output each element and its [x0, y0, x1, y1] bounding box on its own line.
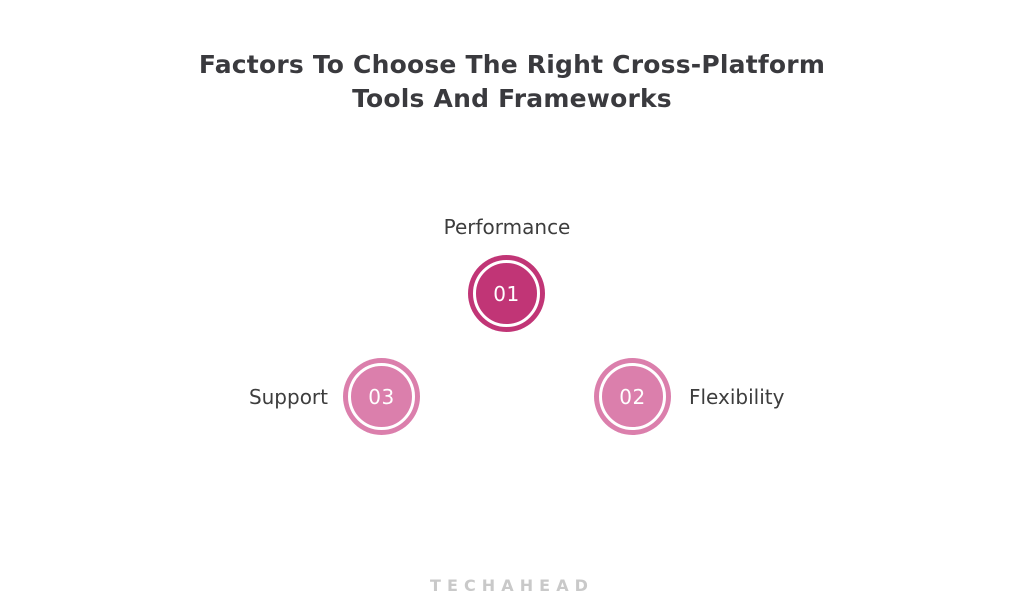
factor-number-flexibility: 02 — [619, 384, 646, 409]
factor-label-performance: Performance — [443, 215, 571, 239]
factor-label-flexibility: Flexibility — [689, 385, 785, 409]
factor-circle-flexibility: 02 — [594, 358, 671, 435]
factor-circle-performance: 01 — [468, 255, 545, 332]
factor-label-support: Support — [248, 385, 328, 409]
page-title-line-1: Factors To Choose The Right Cross-Platfo… — [198, 50, 826, 79]
factor-number-performance: 01 — [493, 281, 520, 306]
page-title: Factors To Choose The Right Cross-Platfo… — [0, 48, 1024, 116]
factor-number-support: 03 — [368, 384, 395, 409]
page-title-line-2: Tools And Frameworks — [352, 84, 672, 113]
techahead-logo: TECHAHEAD — [429, 576, 595, 595]
factor-circle-support: 03 — [343, 358, 420, 435]
